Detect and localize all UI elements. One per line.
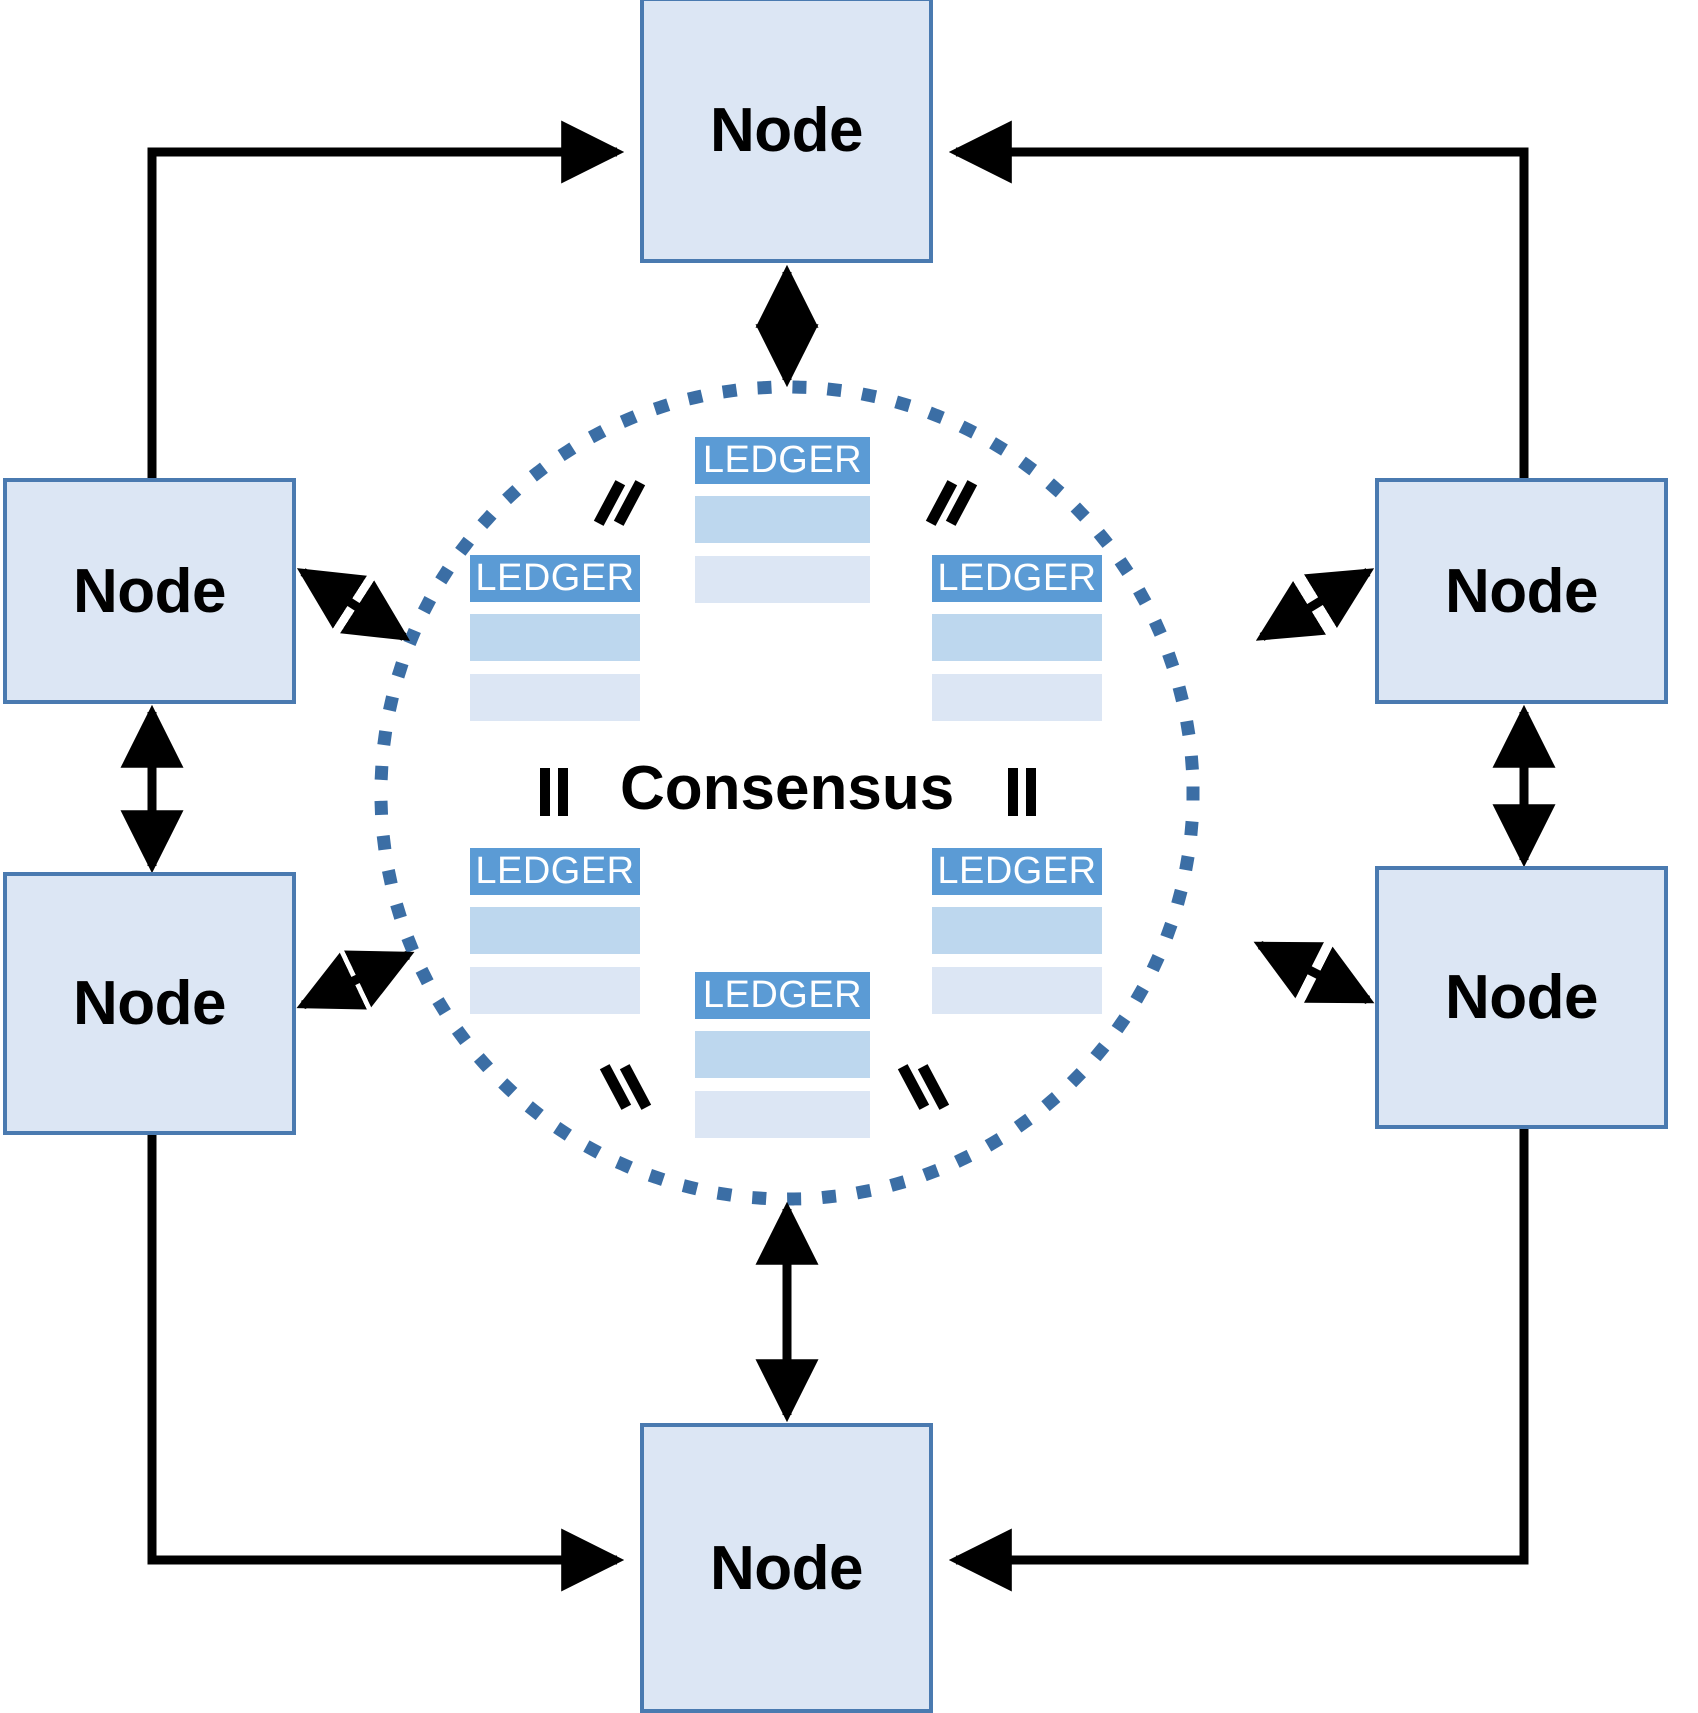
node-right-lower[interactable]: Node [1375, 866, 1668, 1129]
ledger-top: LEDGER [695, 437, 870, 603]
ledger-row [932, 967, 1102, 1014]
node-bottom[interactable]: Node [640, 1423, 933, 1713]
ledger-row [932, 907, 1102, 954]
ledger-row [470, 967, 640, 1014]
edge-right-lower-to-bottom [948, 1129, 1529, 1592]
ledger-right-upper: LEDGER [932, 555, 1102, 721]
ledger-row [695, 1091, 870, 1138]
equals-mark-top-left [593, 476, 648, 526]
ledger-row [695, 1031, 870, 1078]
edge-left-lower-to-bottom [147, 1135, 625, 1592]
node-label: Node [73, 969, 227, 1038]
edge-right-upper-to-circle [1255, 568, 1375, 641]
edge-left-upper-to-top [147, 120, 625, 478]
node-label: Node [710, 95, 864, 165]
equals-mark-mid-right [1006, 768, 1042, 816]
node-label: Node [1445, 963, 1599, 1032]
node-label: Node [710, 1533, 864, 1603]
ledger-row [470, 674, 640, 721]
node-right-upper[interactable]: Node [1375, 478, 1668, 704]
node-left-lower[interactable]: Node [3, 872, 296, 1135]
equals-mark-bottom-right [897, 1060, 952, 1110]
edge-left-upper-to-circle [296, 568, 411, 641]
edge-left-lower-to-circle [296, 950, 415, 1010]
ledger-header: LEDGER [932, 848, 1102, 895]
equals-mark-bottom-left [599, 1060, 654, 1110]
node-label: Node [73, 556, 227, 626]
ledger-bottom: LEDGER [695, 972, 870, 1138]
node-top[interactable]: Node [640, 0, 933, 263]
node-label: Node [1445, 556, 1599, 626]
edge-right-upper-to-top [948, 120, 1529, 478]
ledger-header: LEDGER [695, 437, 870, 484]
ledger-row [470, 907, 640, 954]
ledger-right-lower: LEDGER [932, 848, 1102, 1014]
equals-mark-top-right [925, 476, 980, 526]
ledger-left-lower: LEDGER [470, 848, 640, 1014]
ledger-row [932, 674, 1102, 721]
ledger-left-upper: LEDGER [470, 555, 640, 721]
equals-mark-mid-left [538, 768, 574, 816]
ledger-header: LEDGER [695, 972, 870, 1019]
edge-right-lower-to-circle [1253, 940, 1375, 1005]
consensus-circle [374, 380, 1200, 1206]
ledger-header: LEDGER [932, 555, 1102, 602]
ledger-row [470, 614, 640, 661]
consensus-label: Consensus [620, 754, 955, 823]
ledger-row [695, 496, 870, 543]
ledger-header: LEDGER [470, 848, 640, 895]
ledger-row [695, 556, 870, 603]
ledger-row [932, 614, 1102, 661]
node-left-upper[interactable]: Node [3, 478, 296, 704]
ledger-header: LEDGER [470, 555, 640, 602]
